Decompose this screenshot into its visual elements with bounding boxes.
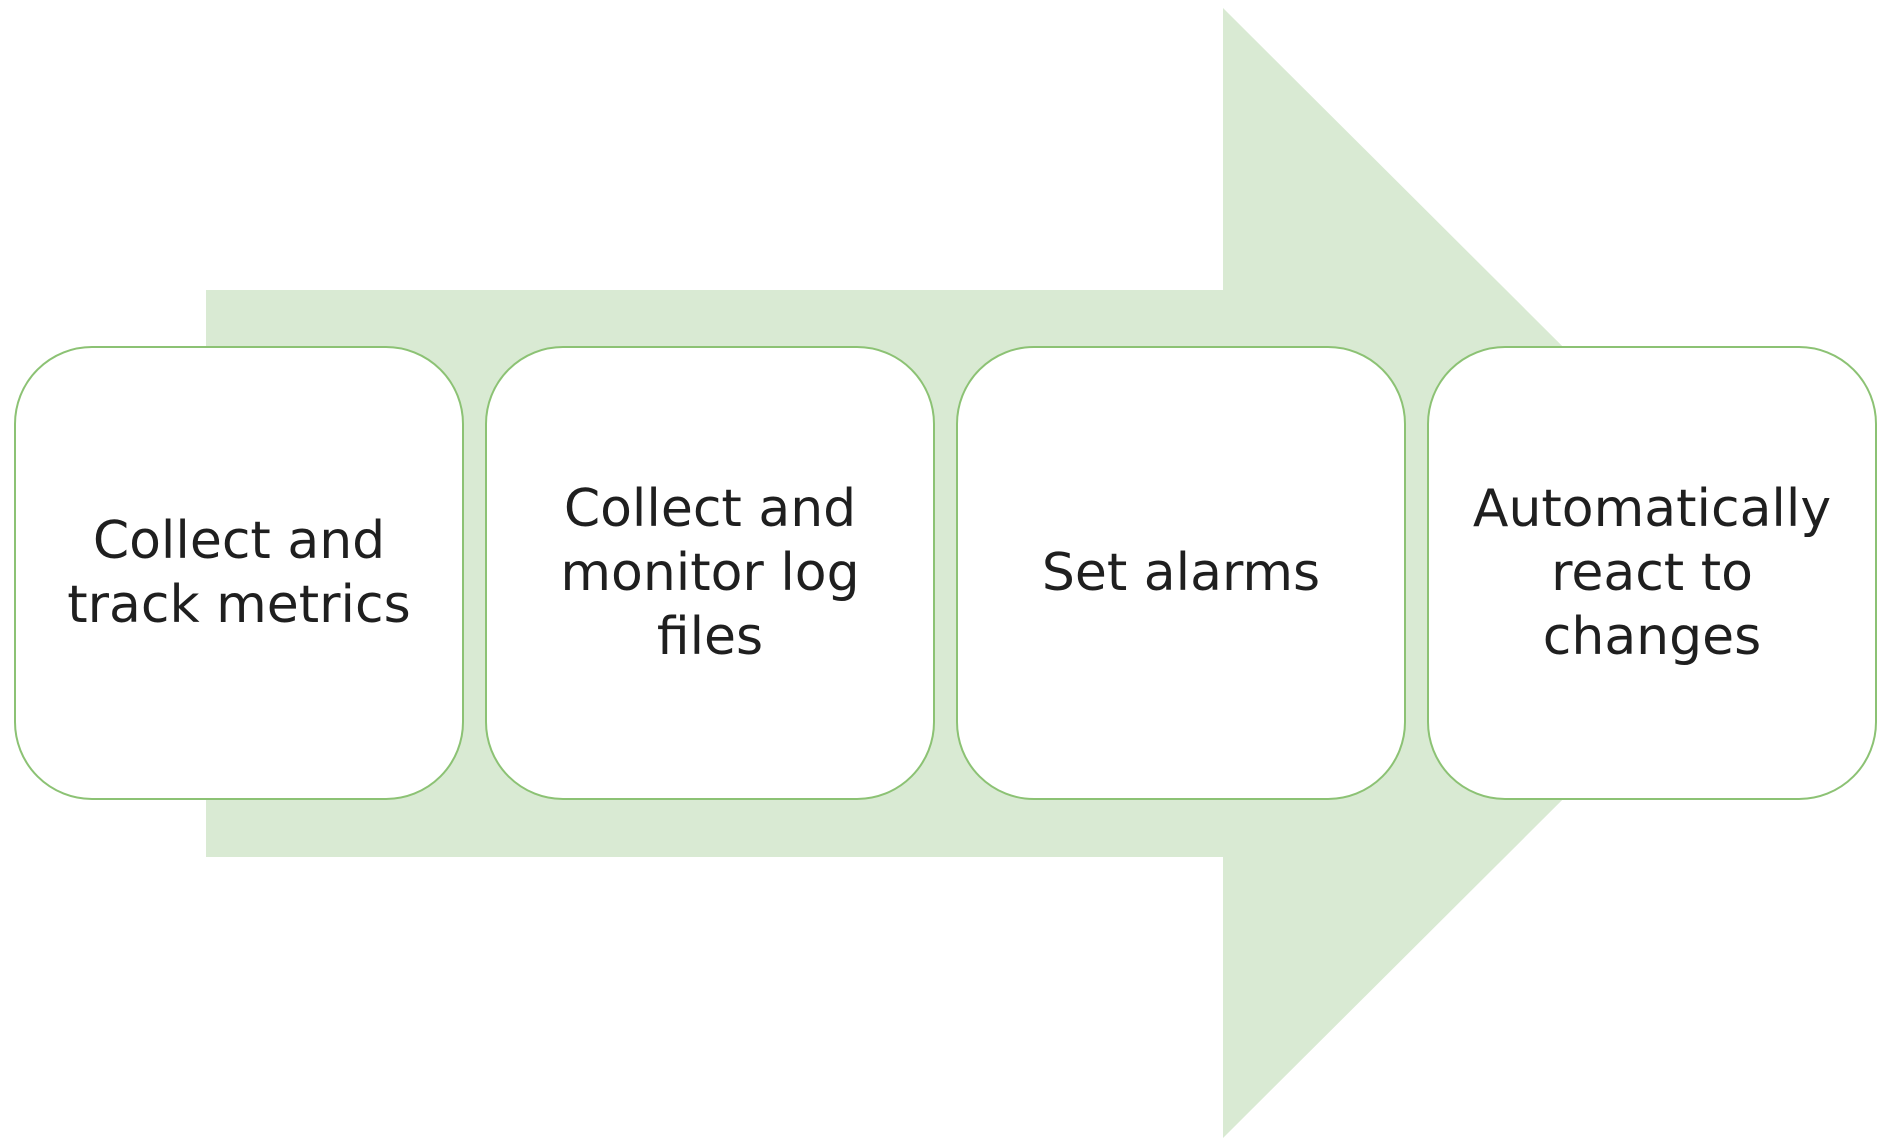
step-label: Collect and monitor log files (560, 479, 860, 667)
step-box-set-alarms: Set alarms (956, 346, 1406, 800)
step-box-collect-metrics: Collect and track metrics (14, 346, 464, 800)
step-box-monitor-logs: Collect and monitor log files (485, 346, 935, 800)
step-box-react-to-changes: Automatically react to changes (1427, 346, 1877, 800)
step-label: Set alarms (1041, 543, 1321, 603)
step-label: Collect and track metrics (67, 511, 411, 635)
step-label: Automatically react to changes (1472, 479, 1832, 667)
